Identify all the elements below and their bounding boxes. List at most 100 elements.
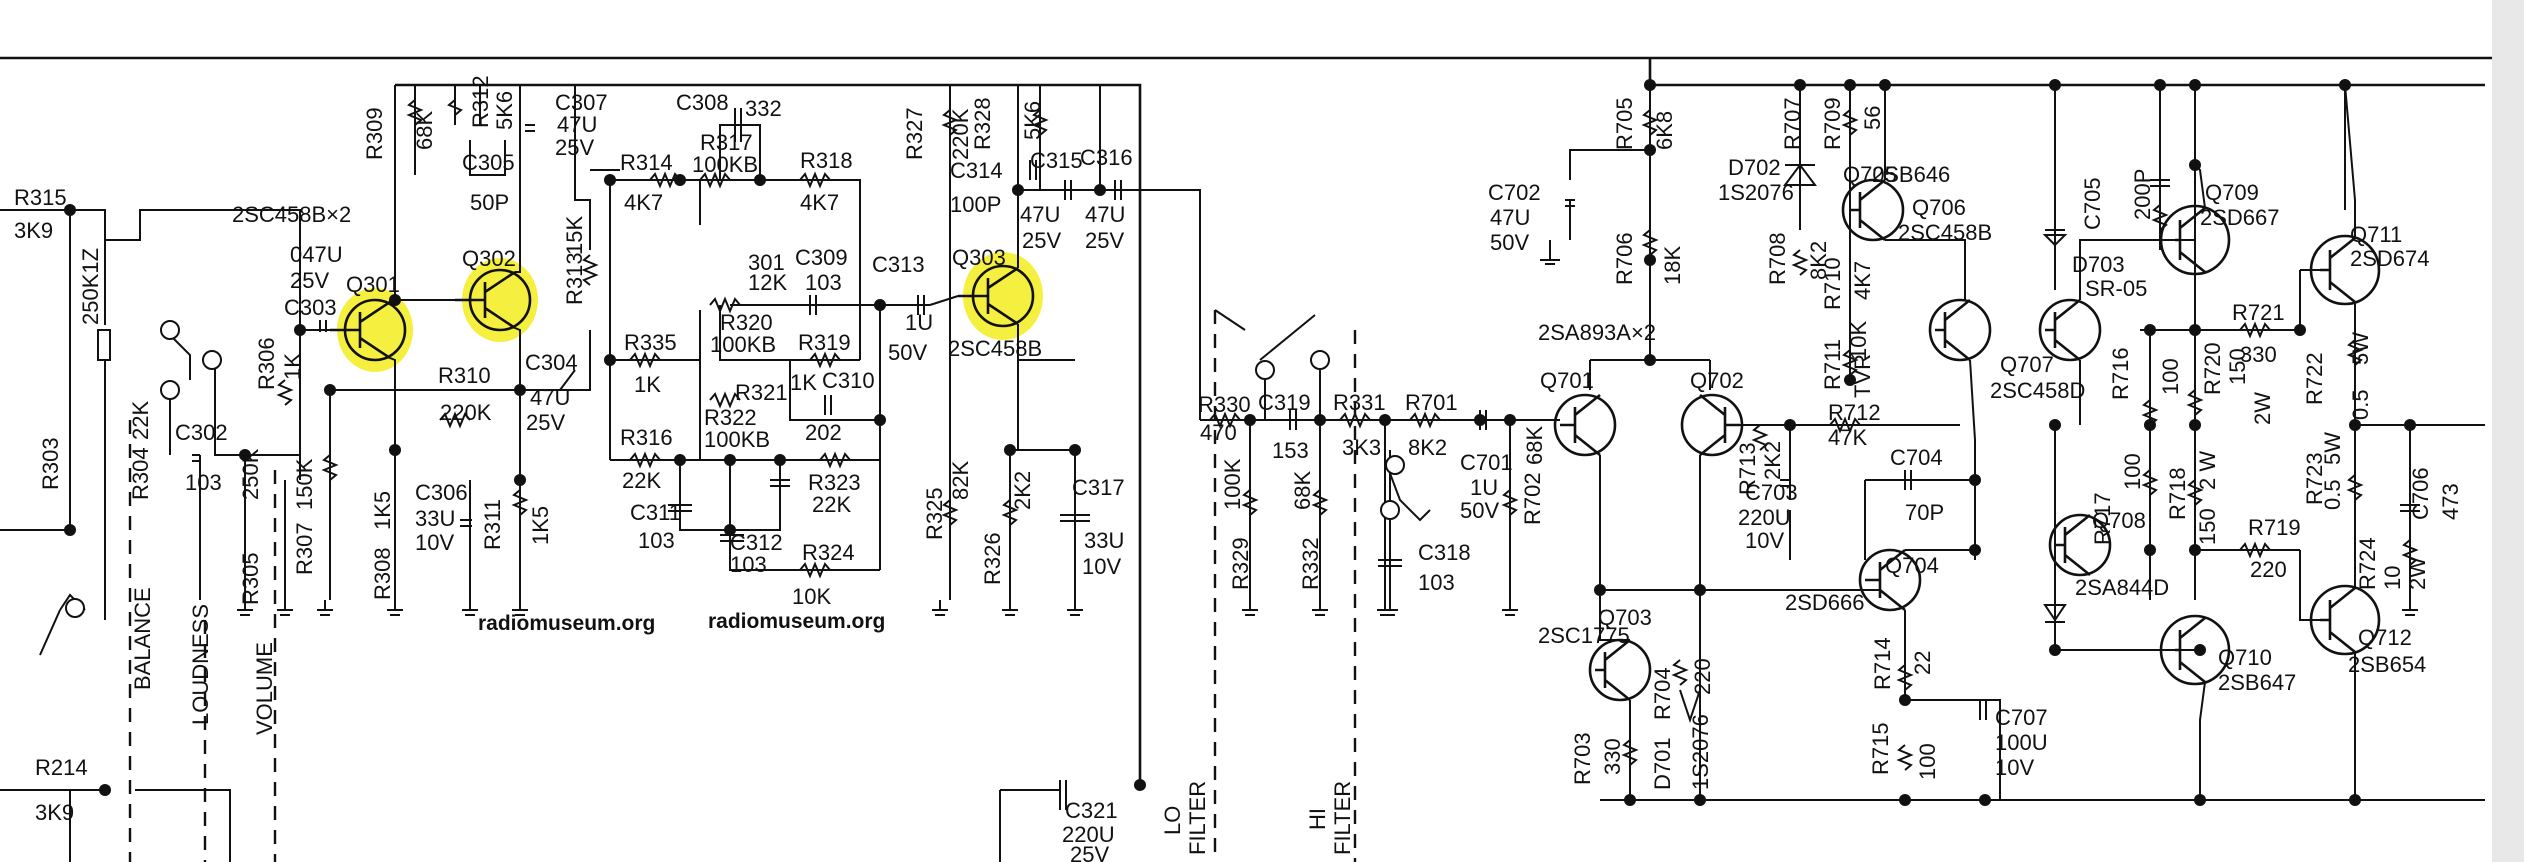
label-q302: Q302: [462, 246, 516, 271]
label-lo-filter-1: LO: [1160, 806, 1185, 835]
label-c304-voltage: 25V: [526, 410, 565, 435]
label-c707: C707: [1995, 705, 2048, 730]
label-q712-type: 2SB654: [2348, 652, 2426, 677]
label-r314-value: 4K7: [624, 190, 663, 215]
label-d702: D702: [1728, 155, 1781, 180]
label-hi-filter-2: FILTER: [1330, 781, 1355, 855]
label-r316-value: 22K: [622, 468, 661, 493]
label-r704: R704: [1650, 667, 1675, 720]
label-2sc458b: 2SC458B: [948, 336, 1042, 361]
label-c702: C702: [1488, 180, 1541, 205]
label-r710-value: 4K7: [1850, 261, 1875, 300]
label-r328: R328: [970, 97, 995, 150]
label-r713-value: 2K2: [1760, 441, 1785, 480]
label-r313: R313: [562, 252, 587, 305]
label-c047: 047U: [290, 242, 343, 267]
label-q703-type: 2SC1775: [1538, 623, 1630, 648]
label-r309: R309: [362, 107, 387, 160]
label-c307: C307: [555, 90, 608, 115]
label-c312-value: 103: [730, 552, 767, 577]
ground-symbols: [237, 240, 2418, 616]
label-c703-voltage: 10V: [1745, 528, 1784, 553]
label-r719-value: 220: [2250, 557, 2287, 582]
label-r317-value: 100KB: [692, 152, 758, 177]
label-c701-cap: 1U: [1470, 475, 1498, 500]
label-r718-value: 150: [2195, 508, 2220, 545]
label-r719: R719: [2248, 515, 2301, 540]
label-r327: R327: [902, 107, 927, 160]
label-r321-value: 1K: [790, 370, 817, 395]
label-r717: R717: [2090, 492, 2115, 545]
label-tvr: TVR: [1850, 354, 1875, 398]
label-r310: R310: [438, 363, 491, 388]
label-q704-type: 2SD666: [1785, 590, 1865, 615]
label-r324: R324: [802, 540, 855, 565]
label-r703-value: 330: [1600, 738, 1625, 775]
label-r301-value: 12K: [748, 270, 787, 295]
label-r701-value: 8K2: [1408, 435, 1447, 460]
label-r327-value: 220K: [948, 108, 973, 160]
label-c302: C302: [175, 420, 228, 445]
label-d703-value: SR-05: [2085, 276, 2147, 301]
label-r308-value: 1K5: [370, 491, 395, 530]
label-r318-value: 4K7: [800, 190, 839, 215]
label-c701: C701: [1460, 450, 1513, 475]
label-c704-value: 70P: [1905, 500, 1944, 525]
label-r708-value: 8K2: [1806, 241, 1831, 280]
label-r318: R318: [800, 148, 853, 173]
label-q710-type: 2SB647: [2218, 670, 2296, 695]
label-r309-value: 68K: [412, 111, 437, 150]
label-r329-value: 100K: [1220, 458, 1245, 510]
label-r315-value: 3K9: [14, 218, 53, 243]
label-c315-voltage: 25V: [1022, 228, 1061, 253]
label-c311: C311: [630, 500, 681, 525]
label-r335-value: 1K: [634, 372, 661, 397]
label-r720-value: 150: [2225, 348, 2250, 385]
label-r703: R703: [1570, 732, 1595, 785]
label-r718: R718: [2165, 467, 2190, 520]
label-r706: R706: [1612, 232, 1637, 285]
label-c704: C704: [1890, 445, 1943, 470]
label-r319: R319: [798, 330, 851, 355]
label-c702-cap: 47U: [1490, 205, 1530, 230]
label-r330: R330: [1198, 392, 1251, 417]
label-loudness: LOUDNESS: [188, 604, 213, 725]
label-c047-voltage: 25V: [290, 268, 329, 293]
label-r705-value: 6K8: [1652, 111, 1677, 150]
label-r321: R321: [735, 380, 788, 405]
label-q708: Q708: [2092, 508, 2146, 533]
label-c703: C703: [1745, 480, 1798, 505]
label-q706: Q706: [1912, 195, 1966, 220]
label-c315-cap: 47U: [1020, 202, 1060, 227]
label-r312-value: 5K6: [492, 91, 517, 130]
label-r716: R716: [2108, 347, 2133, 400]
label-r310-value: 220K: [440, 400, 492, 425]
label-r305-value: 250K: [238, 448, 263, 500]
label-r723-power: 5W: [2320, 432, 2345, 465]
input-section: [0, 209, 301, 862]
label-c703-cap: 220U: [1738, 505, 1791, 530]
label-r311-value: 1K5: [528, 506, 553, 545]
label-c310: C310: [822, 368, 875, 393]
label-q710: Q710: [2218, 645, 2272, 670]
label-c313: C313: [872, 252, 925, 277]
label-c707-cap: 100U: [1995, 730, 2048, 755]
watermark-1: radiomuseum.org: [478, 612, 655, 635]
label-c314-value: 100P: [950, 192, 1001, 217]
label-c309-value: 103: [805, 270, 842, 295]
label-c316: C316: [1080, 145, 1133, 170]
label-c307-voltage: 25V: [555, 135, 594, 160]
label-c318-value: 103: [1418, 570, 1455, 595]
label-q706-type: 2SC458B: [1898, 220, 1992, 245]
label-r317: R317: [700, 130, 753, 155]
watermark-2: radiomuseum.org: [708, 610, 885, 633]
label-c316-voltage: 25V: [1085, 228, 1124, 253]
label-c316-cap: 47U: [1085, 202, 1125, 227]
preamp-stage-1: [192, 85, 620, 600]
label-r710: R710: [1820, 257, 1845, 310]
label-c321-voltage: 25V: [1070, 842, 1109, 862]
label-c308-value: 332: [745, 96, 782, 121]
label-vr250k: 250K1Z: [78, 248, 103, 325]
label-2sc458b-x2: 2SC458B×2: [232, 202, 351, 227]
